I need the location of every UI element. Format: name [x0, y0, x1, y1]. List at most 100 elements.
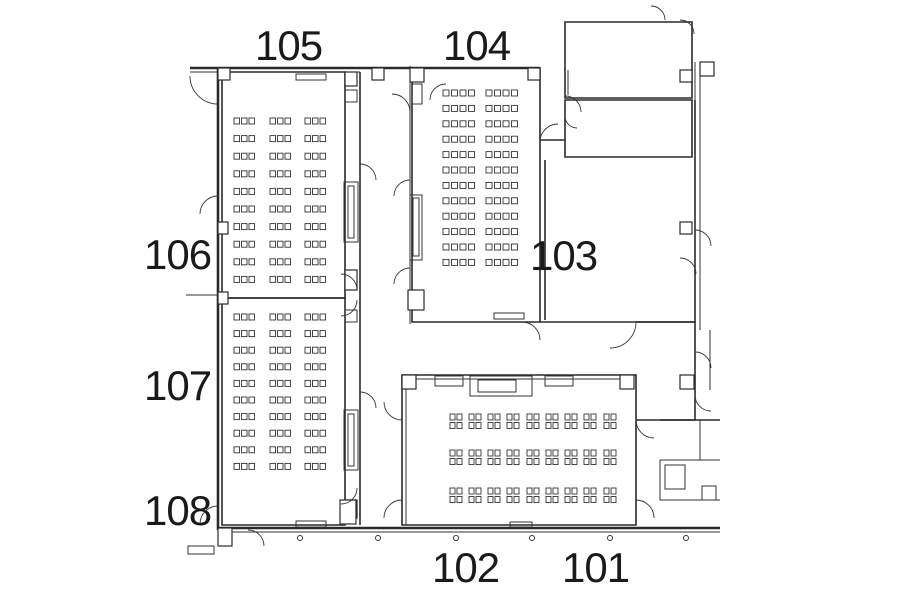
seat: [312, 117, 319, 125]
seat: [459, 197, 467, 205]
seat: [468, 243, 475, 251]
seat: [269, 363, 276, 371]
seat: [277, 240, 284, 248]
seat: [269, 313, 276, 321]
seat: [284, 446, 291, 454]
seat: [494, 197, 501, 205]
seat: [610, 413, 617, 421]
seat: [442, 104, 450, 112]
seat: [248, 135, 255, 143]
seat: [526, 496, 533, 503]
seat: [533, 413, 540, 421]
seat: [449, 487, 456, 495]
seat: [277, 187, 284, 195]
seat: [277, 117, 284, 125]
seat: [494, 449, 501, 457]
seat: [277, 396, 284, 404]
seat: [241, 313, 248, 321]
seat: [502, 104, 510, 112]
seat: [449, 458, 456, 465]
seat: [233, 205, 240, 213]
seat: [304, 346, 311, 354]
seat: [590, 458, 597, 465]
seat: [502, 166, 510, 174]
seat: [468, 120, 475, 128]
seat: [487, 458, 494, 465]
seat: [513, 496, 520, 503]
seat: [284, 330, 291, 338]
seat: [603, 458, 610, 465]
seat: [459, 212, 467, 220]
seat: [502, 151, 510, 159]
seat: [513, 458, 520, 465]
seat: [571, 422, 578, 429]
seat: [475, 496, 482, 503]
seat: [269, 258, 276, 266]
seat: [468, 496, 475, 503]
seat: [511, 135, 518, 143]
seat: [545, 413, 552, 421]
seat: [449, 422, 456, 429]
seat: [485, 135, 493, 143]
seat: [533, 449, 540, 457]
seat: [511, 181, 518, 189]
seat: [511, 243, 518, 251]
seat: [241, 363, 248, 371]
seat: [545, 449, 552, 457]
seat: [241, 223, 248, 231]
seat: [468, 135, 475, 143]
seat: [451, 120, 458, 128]
seat: [241, 275, 248, 283]
seat: [304, 396, 311, 404]
seat: [233, 330, 240, 338]
seat: [475, 422, 482, 429]
seat: [241, 135, 248, 143]
seat: [564, 422, 571, 429]
seat: [277, 413, 284, 421]
seat: [506, 422, 513, 429]
seat: [456, 449, 463, 457]
seat: [277, 313, 284, 321]
seat: [526, 413, 533, 421]
room-label-105: 105: [255, 22, 322, 69]
seat: [319, 346, 326, 354]
seat: [485, 166, 493, 174]
seat: [603, 496, 610, 503]
room-label-101: 101: [562, 544, 629, 590]
seat: [248, 313, 255, 321]
exterior-posts: [297, 535, 689, 541]
seat: [269, 223, 276, 231]
seat: [277, 258, 284, 266]
seat: [485, 197, 493, 205]
seat: [442, 120, 450, 128]
seat: [506, 496, 513, 503]
doors: [189, 5, 712, 547]
seat: [248, 446, 255, 454]
seat: [485, 258, 493, 266]
seat: [468, 181, 475, 189]
seat: [248, 413, 255, 421]
seat: [552, 496, 559, 503]
columns: [217, 61, 715, 547]
seat: [451, 228, 458, 236]
seat: [442, 89, 450, 97]
seat: [494, 89, 501, 97]
seat: [277, 346, 284, 354]
seat: [248, 363, 255, 371]
seat: [475, 449, 482, 457]
seat: [284, 223, 291, 231]
seat: [590, 496, 597, 503]
seat: [269, 205, 276, 213]
room-label-107: 107: [144, 362, 211, 409]
seat: [468, 413, 475, 421]
seat: [459, 151, 467, 159]
seat: [610, 458, 617, 465]
seat: [269, 135, 276, 143]
seat: [312, 346, 319, 354]
seat: [312, 152, 319, 160]
seat: [304, 462, 311, 470]
seat: [233, 429, 240, 437]
seat: [442, 228, 450, 236]
room-label-104: 104: [443, 22, 511, 69]
seat: [269, 240, 276, 248]
